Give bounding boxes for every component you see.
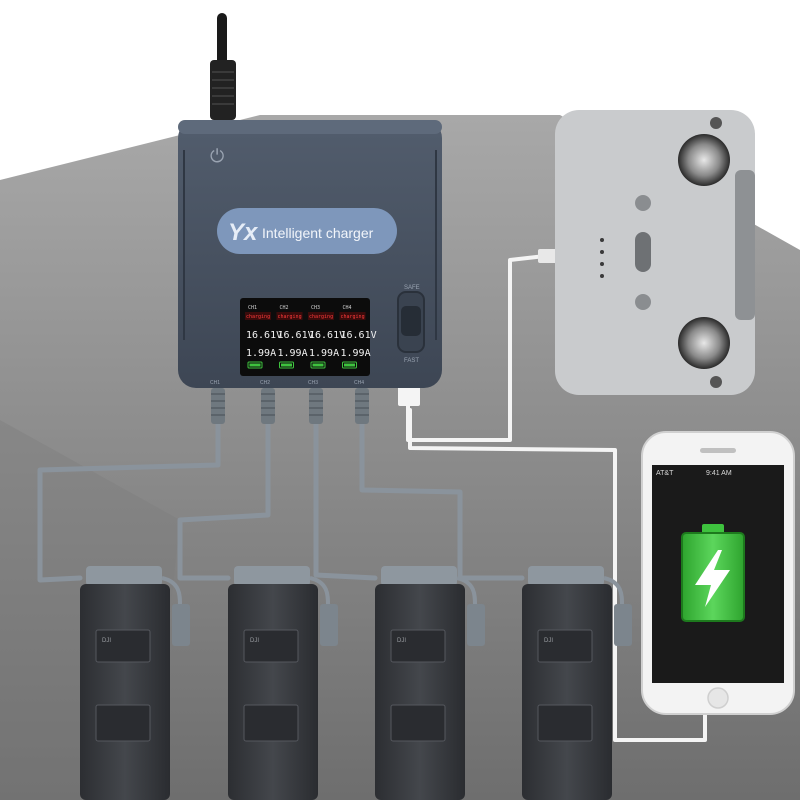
plug-icon: ⏻ xyxy=(210,146,224,166)
drone-battery: DJI xyxy=(522,566,632,800)
lcd-state-box xyxy=(339,312,366,320)
cable-connector xyxy=(309,388,323,424)
lcd-voltage: 16.61V xyxy=(309,330,345,341)
lcd-channel: CH4 charging 16.61V 1.99A xyxy=(339,305,377,369)
lcd-state-box xyxy=(276,312,303,320)
battery-label: DJI xyxy=(544,638,553,644)
controller-button xyxy=(710,117,722,129)
lcd-display xyxy=(240,298,370,376)
lcd-channel-name: CH1 xyxy=(248,305,257,311)
battery-connector xyxy=(172,604,190,646)
battery-label: DJI xyxy=(397,638,406,644)
lcd-current: 1.99A xyxy=(309,348,339,359)
charger-vents xyxy=(183,150,437,340)
battery-label: DJI xyxy=(250,638,259,644)
usb-plug xyxy=(398,384,420,406)
controller-button xyxy=(710,376,722,388)
phone-status-center: 9:41 AM xyxy=(706,470,732,477)
lcd-state: charging xyxy=(278,314,302,320)
charge-cables xyxy=(37,417,525,583)
port-label: CH3 xyxy=(308,380,318,386)
lcd-voltage: 16.61V xyxy=(341,330,377,341)
home-button xyxy=(707,687,729,709)
mode-switch[interactable] xyxy=(397,291,425,353)
lcd-channel: CH2 charging 16.61V 1.99A xyxy=(276,305,314,369)
battery-connector xyxy=(320,604,338,646)
drone-battery: DJI xyxy=(228,566,338,800)
lcd-state: charging xyxy=(309,314,333,320)
lcd-state: charging xyxy=(341,314,365,320)
brand-pill xyxy=(217,208,397,254)
left-stick xyxy=(678,134,730,186)
battery-connector xyxy=(467,604,485,646)
function-button-icon xyxy=(635,294,651,310)
lcd-state-box xyxy=(308,312,334,320)
lcd-current: 1.99A xyxy=(246,348,276,359)
lcd-channel: CH1 charging 16.61V 1.99A xyxy=(245,305,282,369)
right-stick xyxy=(678,317,730,369)
port-label: CH1 xyxy=(210,380,220,386)
battery-label: DJI xyxy=(102,638,111,644)
lcd-channel-name: CH2 xyxy=(280,305,289,311)
mode-toggle xyxy=(635,232,651,272)
power-cable xyxy=(210,13,236,120)
remote-controller xyxy=(555,110,755,395)
cable-connector xyxy=(211,388,225,424)
lcd-current: 1.99A xyxy=(341,348,371,359)
switch-top-label: SAFE xyxy=(404,285,420,291)
lcd-channel: CH3 charging 16.61V 1.99A xyxy=(308,305,345,369)
phone-status-left: AT&T xyxy=(656,470,674,477)
drone-battery: DJI xyxy=(80,566,190,800)
lcd-voltage: 16.61V xyxy=(278,330,314,341)
port-label: CH4 xyxy=(354,380,364,386)
charger: ⏻ Yx Intelligent charger CH1 charging 16.6… xyxy=(178,120,442,388)
power-button-icon xyxy=(635,195,651,211)
switch-bottom-label: FAST xyxy=(404,358,419,364)
port-label: CH2 xyxy=(260,380,270,386)
lcd-battery-icon xyxy=(247,361,263,369)
lcd-battery-icon xyxy=(310,361,326,369)
charger-ports: CH1 CH2 CH3 CH4 xyxy=(210,380,364,386)
lcd-battery-icon xyxy=(342,361,357,369)
controller-plug xyxy=(538,249,560,263)
lcd-channel-name: CH4 xyxy=(343,305,352,311)
smartphone: AT&T 9:41 AM xyxy=(641,431,795,715)
cable-connectors xyxy=(211,388,369,424)
lcd-current: 1.99A xyxy=(278,348,308,359)
cable-connector xyxy=(261,388,275,424)
lcd-state: charging xyxy=(246,314,270,320)
usb-cables xyxy=(406,254,707,742)
lcd-battery-icon xyxy=(279,361,294,369)
brand-label: Intelligent charger xyxy=(262,225,374,241)
cable-connector xyxy=(355,388,369,424)
lcd-channels: CH1charging16.61V1.99ACH2charging16.61V1… xyxy=(245,305,377,369)
lcd-channel-name: CH3 xyxy=(311,305,320,311)
brand-logo: Yx xyxy=(228,219,259,246)
drone-battery: DJI xyxy=(375,566,485,800)
batteries: DJI DJI DJI DJI xyxy=(80,566,632,800)
battery-connector xyxy=(614,604,632,646)
charging-battery-icon xyxy=(681,524,745,622)
lcd-voltage: 16.61V xyxy=(246,330,282,341)
lcd-state-box xyxy=(245,312,271,320)
